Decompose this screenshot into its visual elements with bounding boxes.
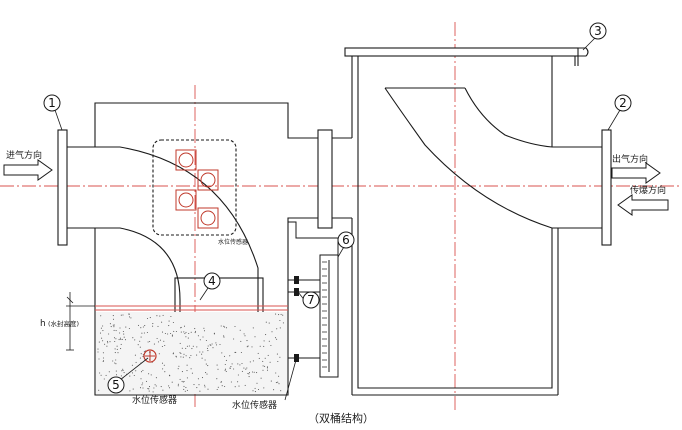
valve-note-label: 水位传感器 (218, 238, 248, 246)
flame-arrow (617, 194, 669, 216)
outlet-arrow (611, 162, 661, 184)
svg-text:3: 3 (594, 24, 602, 38)
svg-text:1: 1 (48, 96, 56, 110)
marker-5: 5 (107, 376, 125, 394)
sensor-label-left: 水位传感器 (132, 394, 177, 406)
inlet-arrow (3, 159, 53, 181)
right-vessel (344, 47, 612, 396)
h-symbol: h (40, 319, 46, 329)
svg-text:2: 2 (619, 96, 627, 110)
svg-text:4: 4 (208, 274, 216, 288)
gauge-nozzles (294, 276, 299, 362)
sensor-bubble (143, 349, 157, 363)
flame-direction-label: 传爆方向 (630, 184, 666, 196)
water-left (95, 305, 288, 394)
marker-2: 2 (614, 94, 632, 112)
marker-1: 1 (43, 94, 61, 112)
level-gauge-ticks (322, 261, 327, 368)
svg-text:5: 5 (112, 378, 120, 392)
water-texture-left (97, 313, 284, 393)
marker-6: 6 (337, 231, 355, 249)
level-gauge (288, 221, 339, 378)
valve-rings (175, 149, 219, 229)
inlet-direction-label: 进气方向 (6, 149, 42, 161)
svg-text:7: 7 (307, 293, 315, 307)
marker-7: 7 (302, 291, 320, 309)
marker-4: 4 (203, 272, 221, 290)
outlet-direction-label: 出气方向 (612, 153, 648, 165)
middle-flange (317, 129, 352, 229)
h-note: (水封高度) (48, 319, 79, 328)
marker-3: 3 (589, 22, 607, 40)
diagram-caption: （双桶结构） (308, 411, 374, 425)
sensor-label-right: 水位传感器 (232, 399, 277, 411)
h-dimension (66, 292, 95, 351)
svg-text:6: 6 (342, 233, 350, 247)
